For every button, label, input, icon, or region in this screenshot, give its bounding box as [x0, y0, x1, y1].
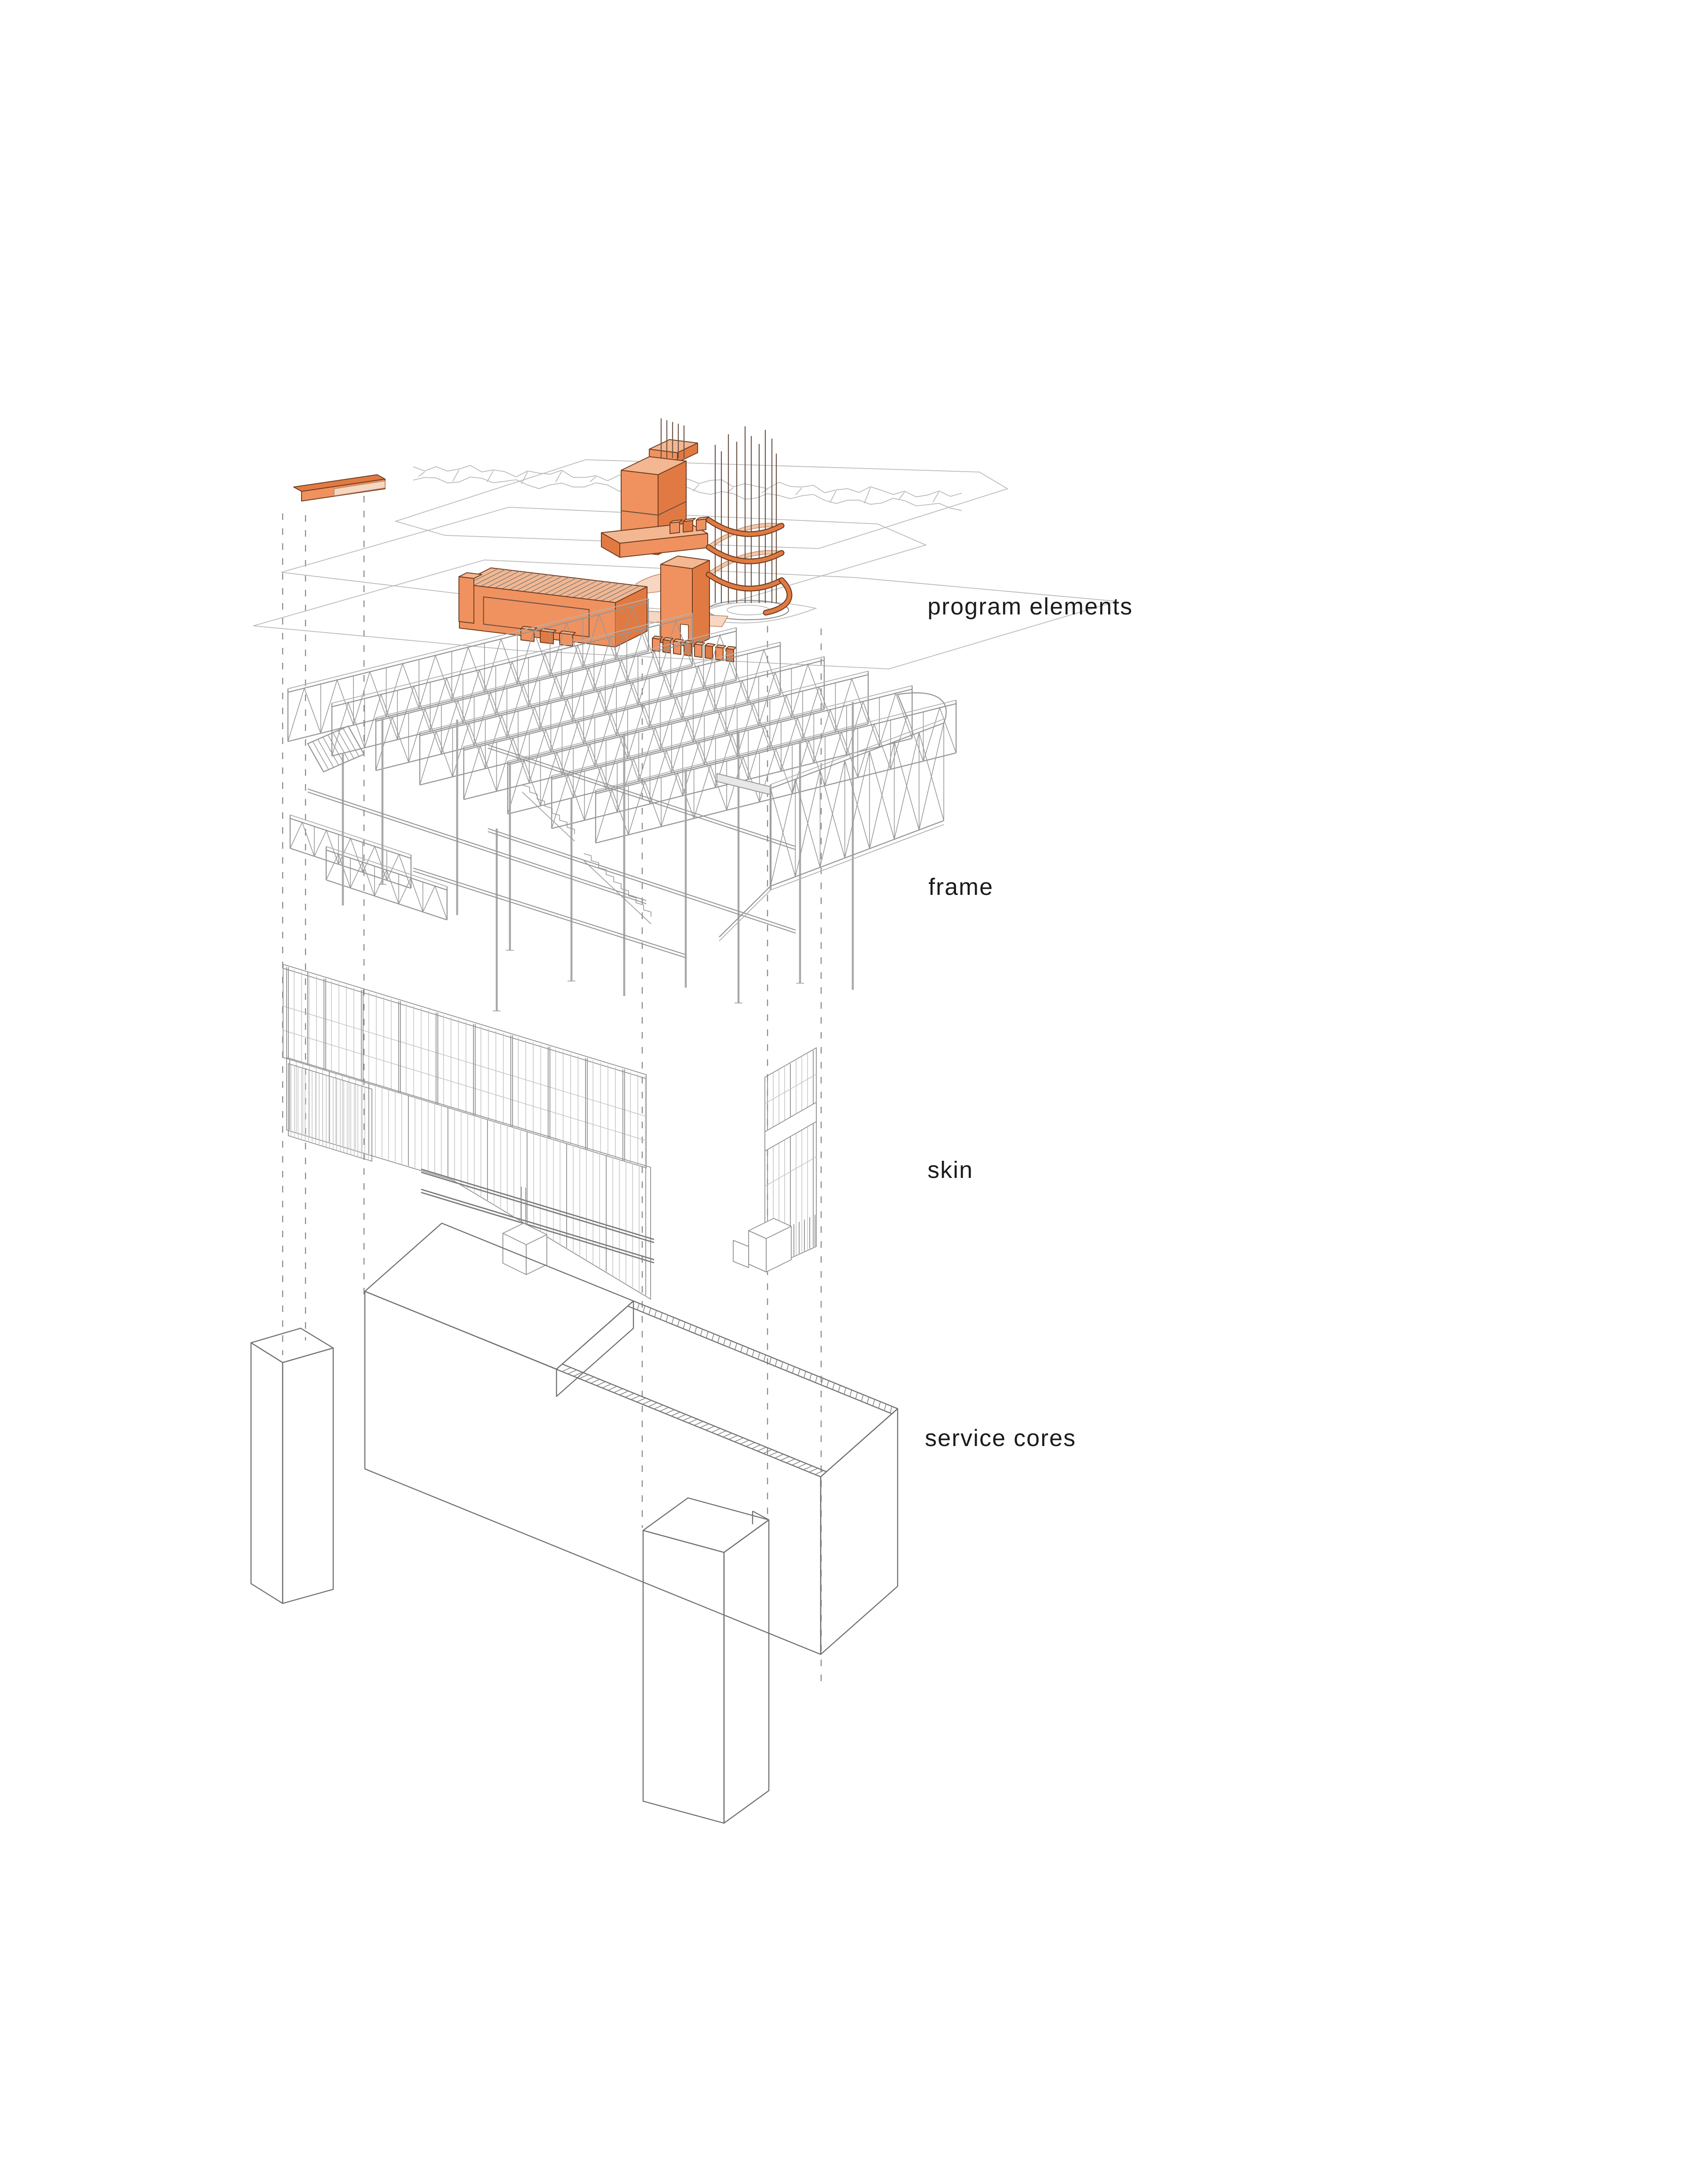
slim-core-side [282, 1347, 334, 1604]
floor-plate-roof [394, 459, 1009, 549]
slim-core-front [250, 1342, 284, 1604]
front-core-front [642, 1530, 725, 1824]
tower-floor-line-side [658, 501, 687, 516]
open-tub-core [364, 1222, 899, 1655]
layer-frame [287, 598, 957, 1011]
label-skin: skin [928, 1157, 973, 1183]
plinth-crenels [669, 516, 709, 534]
tub-near-rim-inner [561, 1363, 826, 1472]
auditorium-recess [483, 596, 590, 638]
auditorium-top-hatch [466, 568, 640, 602]
slim-core [250, 1327, 334, 1604]
frame-ramp [307, 725, 365, 773]
auditorium-wing-top [458, 572, 482, 579]
frame-bridge [717, 692, 947, 941]
skin-strip-lower [286, 1057, 655, 1300]
ground-platform-outline [685, 601, 818, 624]
frame-trusses [287, 598, 957, 921]
frame-beams [307, 744, 796, 959]
skin-right-panel [733, 1047, 817, 1272]
ramp-outline [307, 725, 365, 773]
auditorium-crenels [520, 626, 576, 647]
slim-core-top [250, 1327, 334, 1363]
tub-partition [556, 1300, 634, 1397]
skin-subband [288, 1063, 372, 1162]
orange-bar-pale [334, 480, 386, 496]
auditorium-wing-front [458, 576, 474, 624]
roof-posts [660, 418, 685, 458]
skin-vestibule [502, 1187, 547, 1275]
layer-labels: program elements frame skin service core… [925, 593, 1133, 1451]
tub-right-face [820, 1408, 899, 1655]
tub-end-rim [820, 1408, 898, 1477]
front-core-side [723, 1519, 770, 1824]
tower-upper-step-side [677, 443, 698, 463]
tub-back-rim-inner [628, 1305, 893, 1415]
layer-service-cores [250, 1222, 899, 1824]
bridge-end-curl [897, 692, 947, 723]
label-frame: frame [928, 874, 993, 900]
vestibule-side [526, 1234, 547, 1275]
front-core [642, 1497, 770, 1824]
spiral-posts [714, 426, 777, 603]
layer-program-elements [253, 418, 1117, 669]
floor-plate-low [253, 560, 1117, 669]
layer-skin [283, 963, 817, 1300]
core-hatches [562, 1303, 892, 1475]
projection-lines [282, 496, 822, 1687]
frame-stairs [522, 785, 651, 924]
label-program-elements: program elements [928, 593, 1133, 620]
spiral-front-arcs [706, 517, 793, 616]
skin-strip-upper [283, 963, 647, 1169]
program-orange-elements [293, 418, 793, 662]
label-service-cores: service cores [925, 1425, 1076, 1451]
tub-front-face [364, 1290, 822, 1655]
roof-scribbles [413, 465, 962, 511]
tower-floor-line [621, 510, 658, 516]
spiral-landing-disc-inner [727, 605, 770, 615]
front-core-top [642, 1497, 770, 1553]
bridge-corner-beam [717, 773, 771, 796]
